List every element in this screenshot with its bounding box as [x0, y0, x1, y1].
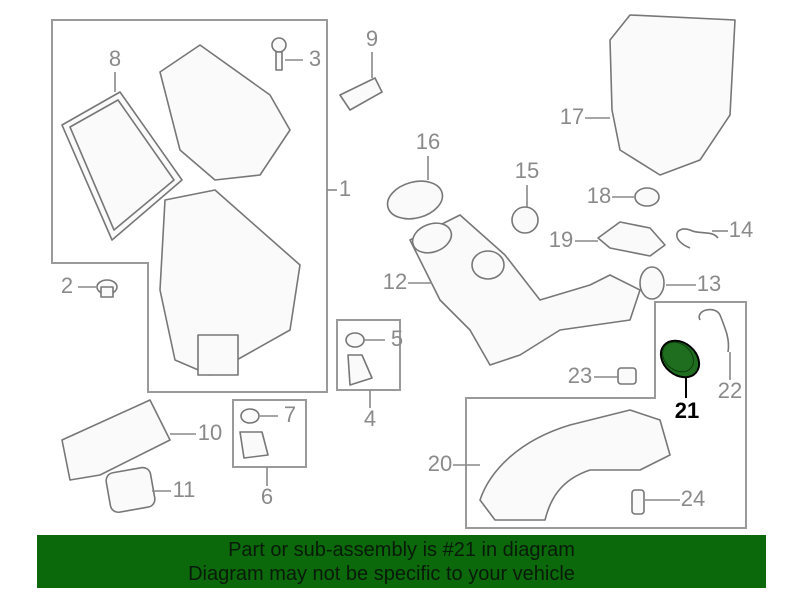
- part-7-grommet[interactable]: [240, 408, 260, 424]
- label-20: 20: [428, 451, 452, 476]
- part-11-grille[interactable]: [105, 466, 156, 514]
- part-4-bracket[interactable]: [347, 354, 373, 386]
- part-5-grommet[interactable]: [345, 332, 365, 348]
- group-box-6: [232, 399, 307, 468]
- label-8: 8: [109, 46, 121, 71]
- info-banner: Part or sub-assembly is #21 in diagram D…: [37, 535, 766, 588]
- label-12: 12: [383, 269, 407, 294]
- part-17-resonator[interactable]: [609, 14, 736, 176]
- part-8-air-filter[interactable]: [61, 91, 183, 241]
- part-3-bolt[interactable]: [271, 37, 287, 71]
- part-24-sensor[interactable]: [631, 489, 645, 515]
- label-23: 23: [568, 363, 592, 388]
- label-24: 24: [681, 486, 705, 511]
- part-19-bracket[interactable]: [597, 221, 666, 257]
- part-23-sensor[interactable]: [617, 367, 637, 385]
- part-22-hose[interactable]: [698, 308, 730, 353]
- label-17: 17: [560, 104, 584, 129]
- label-11: 11: [173, 477, 196, 502]
- label-1: 1: [339, 176, 351, 201]
- label-5: 5: [391, 326, 403, 351]
- label-2: 2: [61, 273, 73, 298]
- label-16: 16: [416, 129, 440, 154]
- label-19: 19: [549, 227, 573, 252]
- label-21-highlighted: 21: [675, 398, 699, 423]
- part-13-seal-ring[interactable]: [639, 266, 665, 300]
- label-9: 9: [366, 26, 378, 51]
- label-13: 13: [697, 271, 721, 296]
- group-box-4: [336, 319, 401, 391]
- label-10: 10: [198, 420, 222, 445]
- part-18-grommet[interactable]: [634, 187, 660, 207]
- part-12-intake-duct[interactable]: [408, 214, 641, 366]
- part-14-hose[interactable]: [676, 228, 719, 249]
- label-3: 3: [309, 46, 321, 71]
- part-16-clamp[interactable]: [383, 175, 446, 224]
- banner-line-1: Part or sub-assembly is #21 in diagram: [228, 538, 575, 561]
- part-1-air-box[interactable]: [159, 44, 301, 376]
- part-10-inlet-duct[interactable]: [61, 399, 171, 481]
- label-7: 7: [284, 402, 296, 427]
- part-2-grommet[interactable]: [96, 279, 118, 298]
- part-15-clamp[interactable]: [511, 206, 539, 234]
- label-15: 15: [515, 158, 539, 183]
- part-21-seal-highlighted[interactable]: [654, 333, 707, 385]
- label-14: 14: [729, 217, 753, 242]
- group-box-1: [51, 19, 328, 393]
- banner-line-2: Diagram may not be specific to your vehi…: [188, 562, 575, 585]
- leader-lines: [78, 52, 731, 501]
- part-6-clip[interactable]: [239, 431, 269, 459]
- part-20-duct[interactable]: [479, 409, 671, 521]
- group-box-20: [465, 301, 747, 529]
- label-4: 4: [364, 406, 376, 431]
- label-22: 22: [718, 378, 742, 403]
- label-6: 6: [261, 484, 273, 509]
- label-18: 18: [587, 183, 611, 208]
- part-9-sensor[interactable]: [339, 77, 383, 111]
